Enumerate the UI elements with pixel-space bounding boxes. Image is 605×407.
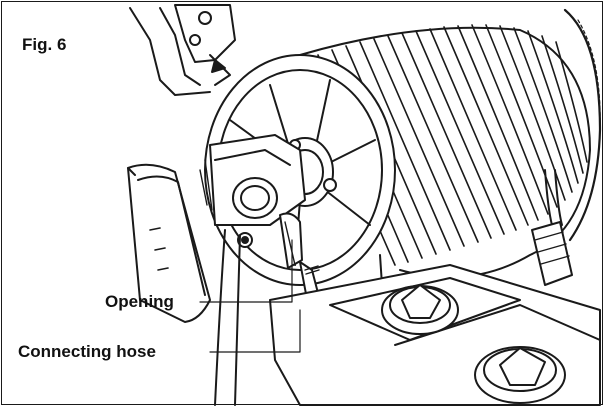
callout-connecting-hose: Connecting hose [18,342,156,361]
swivel-housing [199,134,306,248]
figure-label: Fig. 6 [18,35,71,55]
frame-bracket [129,4,236,96]
cable-grip [531,169,573,286]
opening-leader [199,239,293,303]
hose-holder [127,163,211,323]
hose-leader [209,309,301,353]
callout-leaders [199,239,301,353]
mode-knob [474,346,566,404]
pressure-knob [381,284,459,335]
callout-opening: Opening [105,292,174,311]
opening-area [279,212,303,269]
